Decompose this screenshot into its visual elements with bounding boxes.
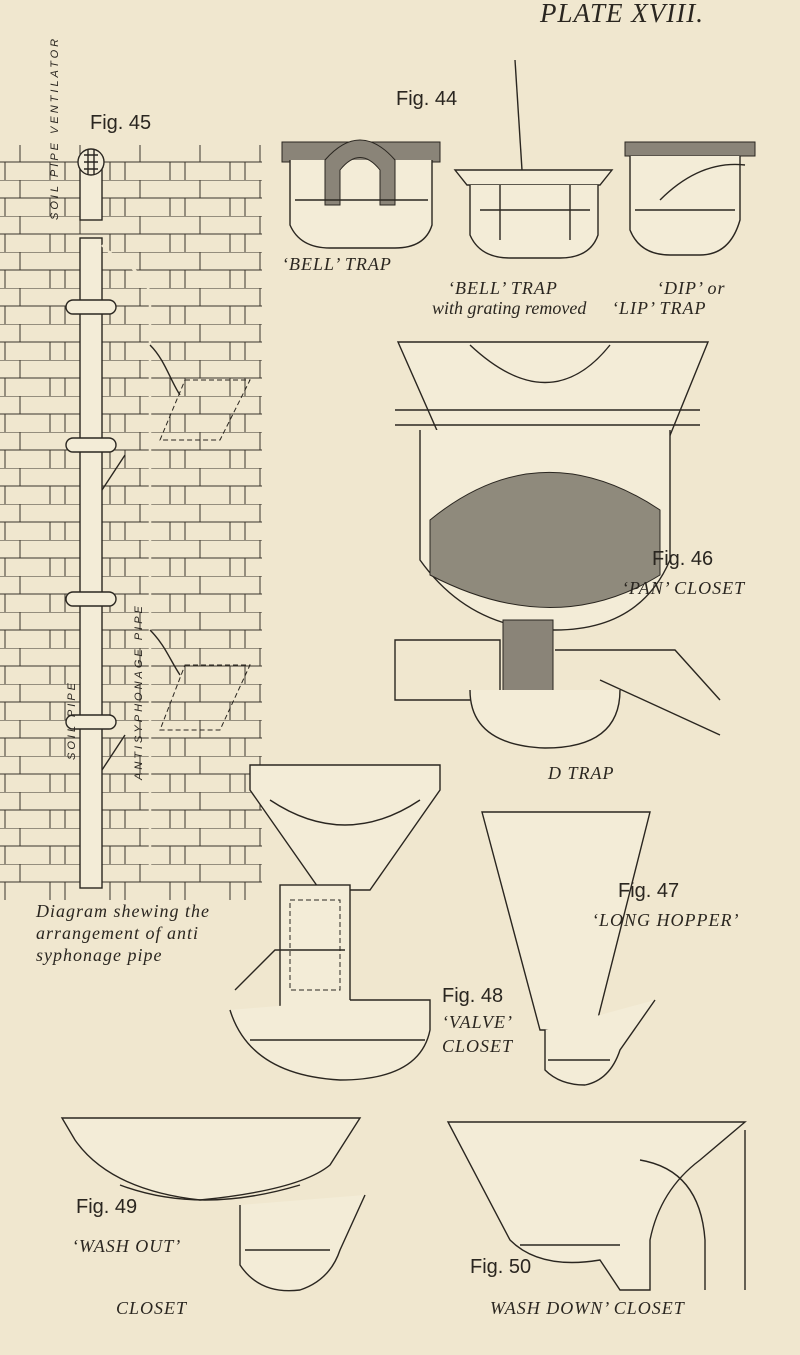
- plate-title: PLATE XVIII.: [540, 0, 704, 28]
- fig45-soil-pipe-label: SOIL PIPE: [66, 680, 78, 760]
- fig44-lip-trap-label: ‘LIP’ TRAP: [612, 298, 707, 318]
- fig44-label: Fig. 44: [396, 88, 458, 110]
- fig49-label: Fig. 49: [76, 1196, 138, 1218]
- fig44-dip-trap: [624, 141, 756, 256]
- fig47-long-hopper: [481, 811, 656, 1086]
- fig48-valve-closet: [229, 764, 441, 1081]
- fig48-label: Fig. 48: [442, 985, 504, 1007]
- fig44-bell-trap-grating-removed: [453, 59, 614, 259]
- fig50-label: Fig. 50: [470, 1256, 532, 1278]
- fig44-grating-note: with grating removed: [432, 298, 587, 318]
- fig45-caption: Diagram shewing the arrangement of anti …: [36, 900, 210, 966]
- caption-line: syphonage pipe: [36, 945, 163, 965]
- fig44-bell-trap: [281, 139, 441, 249]
- fig47-label: Fig. 47: [618, 880, 680, 902]
- fig45-label: Fig. 45: [90, 112, 152, 134]
- fig46-d-trap-label: D TRAP: [548, 763, 615, 783]
- fig46-name: ‘PAN’ CLOSET: [622, 578, 746, 598]
- fig49-wash-out-closet: [60, 1117, 366, 1292]
- fig49-name: ‘WASH OUT’: [72, 1236, 182, 1256]
- fig47-name: ‘LONG HOPPER’: [592, 910, 740, 930]
- fig50-name: WASH DOWN’ CLOSET: [490, 1298, 685, 1318]
- fig46-label: Fig. 46: [652, 548, 714, 570]
- caption-line: Diagram shewing the: [36, 901, 210, 921]
- fig48-name-2: CLOSET: [442, 1036, 514, 1056]
- fig45-antisyphonage-label: ANTISYPHONAGE PIPE: [133, 603, 145, 781]
- caption-line: arrangement of anti: [36, 923, 199, 943]
- fig45-brick-wall: [0, 145, 262, 900]
- fig44-bell-trap-2-label: ‘BELL’ TRAP: [448, 278, 558, 298]
- fig45-ventilator-label: SOIL PIPE VENTILATOR: [49, 36, 61, 220]
- fig45-soil-pipe: SOIL PIPE VENTILATOR SOIL PIPE ANTISYPHO…: [49, 36, 251, 889]
- fig44-dip-trap-label: ‘DIP’ or: [657, 278, 726, 298]
- fig46-pan-closet: [394, 341, 721, 749]
- fig50-wash-down-closet: [446, 1121, 747, 1291]
- fig49-closet: CLOSET: [116, 1298, 188, 1318]
- fig48-name-1: ‘VALVE’: [442, 1012, 513, 1032]
- fig44-bell-trap-label: ‘BELL’ TRAP: [282, 254, 392, 274]
